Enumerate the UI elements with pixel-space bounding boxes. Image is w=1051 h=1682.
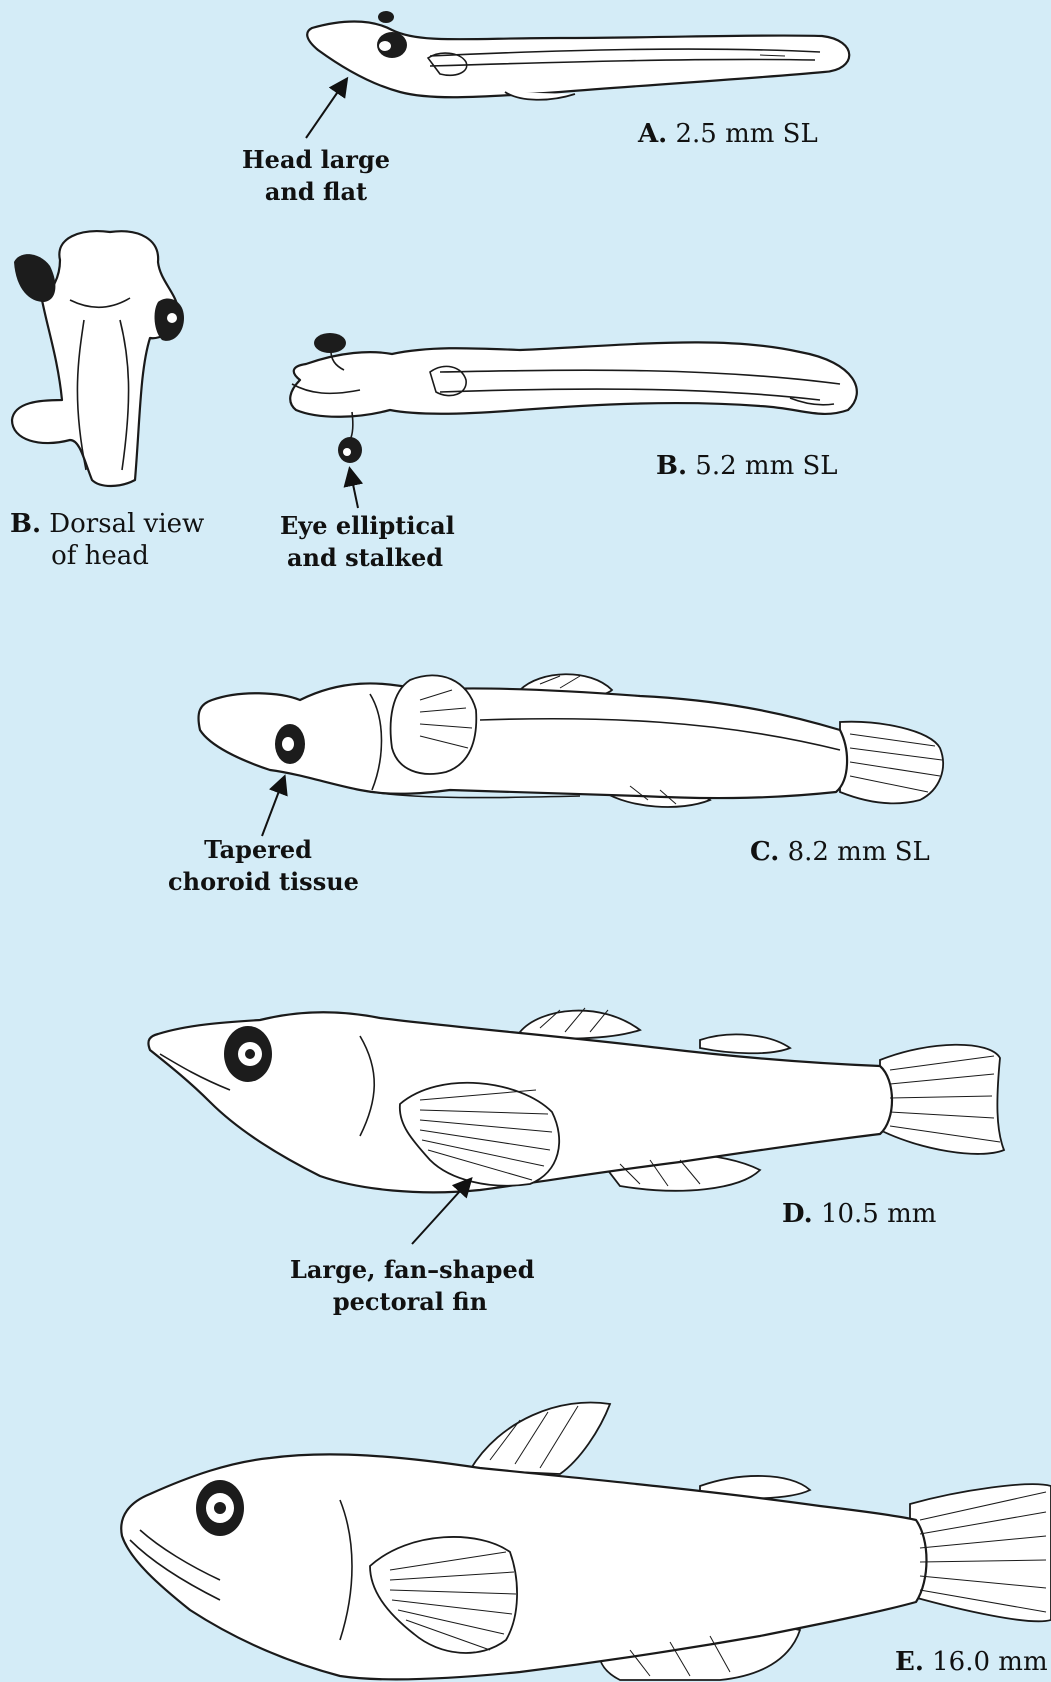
larva-a <box>307 11 849 100</box>
head-annotation-line1: Head large <box>236 144 396 176</box>
larva-c <box>199 674 944 807</box>
larva-b <box>290 333 857 463</box>
stage-d-size: 10.5 mm <box>821 1199 936 1229</box>
stage-c-label: C. 8.2 mm SL <box>750 836 930 868</box>
choroid-arrow <box>262 778 284 836</box>
eye-annotation: Eye elliptical and stalked <box>280 510 450 574</box>
pectoral-annotation: Large, fan–shaped pectoral fin <box>290 1254 530 1318</box>
stage-a-size: 2.5 mm SL <box>676 119 818 149</box>
pectoral-annotation-line1: Large, fan–shaped <box>290 1254 530 1286</box>
choroid-annotation-line2: choroid tissue <box>168 866 348 898</box>
eye-annotation-line2: and stalked <box>280 542 450 574</box>
stage-b-dorsal-text1: Dorsal view <box>49 509 204 539</box>
stage-b-label: B. 5.2 mm SL <box>656 450 838 482</box>
stage-a-label: A. 2.5 mm SL <box>638 118 818 150</box>
stage-b-letter: B. <box>656 451 687 481</box>
stage-e-label: E. 16.0 mm <box>895 1646 1048 1678</box>
stage-c-size: 8.2 mm SL <box>788 837 930 867</box>
stage-b-dorsal-letter: B. <box>10 509 41 539</box>
head-annotation-line2: and flat <box>236 176 396 208</box>
eye-annotation-line1: Eye elliptical <box>280 510 450 542</box>
stage-b-dorsal-line2: of head <box>10 540 190 572</box>
pectoral-annotation-line2: pectoral fin <box>290 1286 530 1318</box>
larva-e <box>121 1402 1051 1680</box>
stage-c-letter: C. <box>750 837 779 867</box>
larva-d <box>148 1008 1004 1192</box>
stage-e-size: 16.0 mm <box>932 1647 1047 1677</box>
larva-b-dorsal-head <box>12 231 184 486</box>
head-arrow <box>306 80 346 138</box>
stage-a-letter: A. <box>638 119 667 149</box>
eye-arrow <box>350 470 358 508</box>
stage-b-dorsal-label: B. Dorsal view of head <box>10 508 190 572</box>
stage-d-letter: D. <box>782 1199 813 1229</box>
choroid-annotation-line1: Tapered <box>168 834 348 866</box>
stage-b-size: 5.2 mm SL <box>695 451 837 481</box>
stage-b-dorsal-line1: B. Dorsal view <box>10 508 190 540</box>
stage-d-label: D. 10.5 mm <box>782 1198 936 1230</box>
head-annotation: Head large and flat <box>236 144 396 208</box>
choroid-annotation: Tapered choroid tissue <box>168 834 348 898</box>
stage-e-letter: E. <box>895 1647 924 1677</box>
